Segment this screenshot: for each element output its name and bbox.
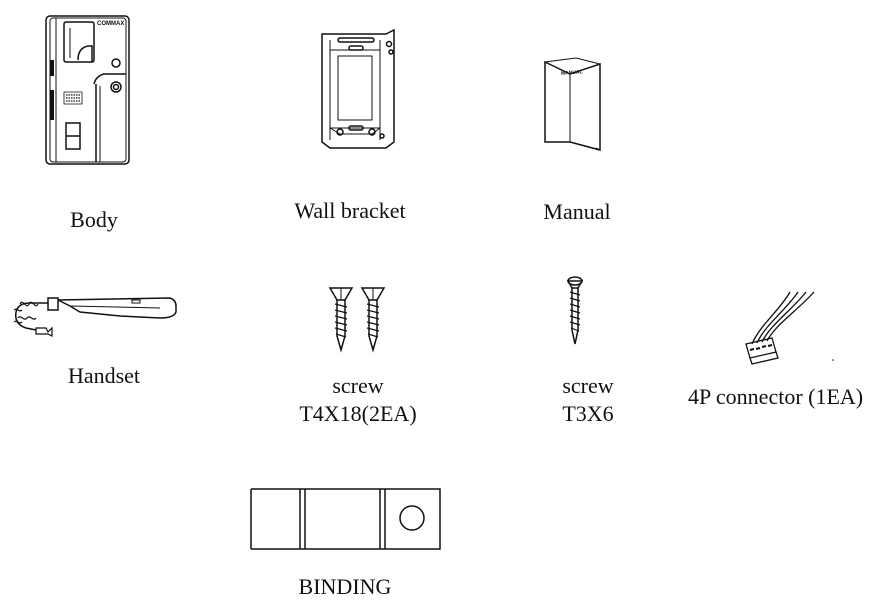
connector-label: 4P connector (1EA) bbox=[688, 384, 864, 409]
screw-t3x6-label-line2: T3X6 bbox=[562, 401, 614, 426]
wall-bracket-label: Wall bracket bbox=[294, 198, 406, 223]
screw-t3x6-label-line1: screw bbox=[562, 373, 614, 398]
manual-label: Manual bbox=[543, 199, 611, 224]
screw-t4x18-label-line1: screw bbox=[332, 373, 384, 398]
handset-label: Handset bbox=[67, 363, 141, 388]
body-brand: COMMAX bbox=[97, 21, 125, 27]
manual-cover-text: MANUAL bbox=[560, 69, 583, 77]
body-label: Body bbox=[70, 207, 118, 232]
binding-label: BINDING bbox=[298, 574, 392, 599]
screw-t4x18-label-line2: T4X18(2EA) bbox=[299, 401, 417, 426]
